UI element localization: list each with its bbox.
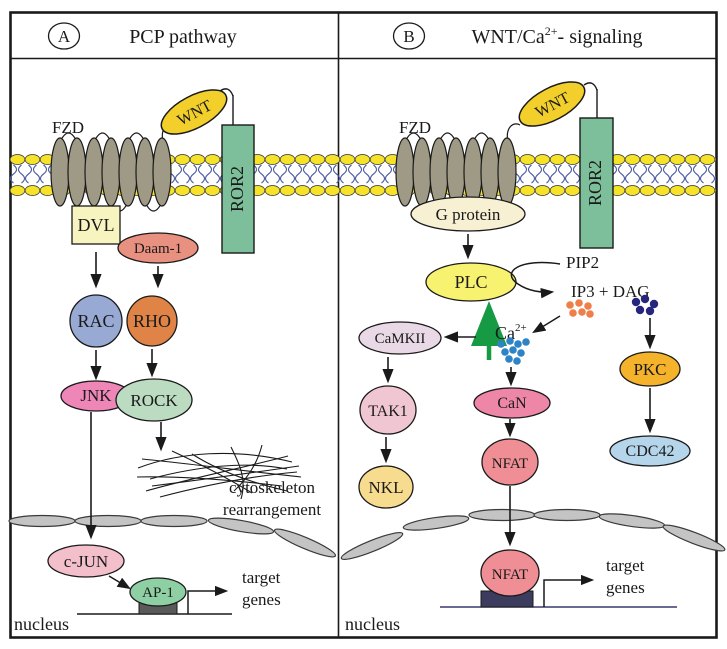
wnt-ligand-a: WNT	[160, 89, 228, 135]
node-can-label: CaN	[497, 395, 527, 412]
outer-border	[9, 11, 718, 639]
target-genes-a-line2: genes	[242, 590, 281, 609]
node-pkc-label: PKC	[633, 360, 666, 379]
fzd-label-b: FZD	[399, 118, 431, 137]
panel-b-badge-circle	[392, 22, 426, 50]
node-nfat-label: NFAT	[492, 456, 528, 472]
dag-dots	[631, 294, 659, 316]
node-ap1-label: AP-1	[142, 585, 174, 601]
panel-a-header: A PCP pathway	[47, 22, 237, 50]
cytoskeleton-filaments	[136, 444, 302, 500]
cytoskeleton-caption-line1: cytoskeleton	[229, 478, 315, 497]
panel-a-badge-circle	[47, 22, 81, 50]
target-genes-b-line2: genes	[606, 578, 645, 597]
ror2-label-b: ROR2	[585, 160, 605, 206]
panel-a-title: PCP pathway	[129, 26, 237, 48]
node-cdc42	[609, 435, 691, 467]
ca-dots	[497, 337, 530, 365]
node-daam1-label: Daam-1	[134, 241, 182, 257]
node-plc-label: PLC	[454, 272, 487, 292]
node-tak1	[359, 385, 417, 435]
arrow-ip3-to-ca	[532, 315, 561, 334]
panel-b-badge-label: B	[403, 27, 414, 46]
node-rho-label: RHO	[133, 311, 171, 331]
node-dvl	[71, 205, 121, 245]
node-rac-label: RAC	[77, 311, 114, 331]
panel-a-badge-label: A	[58, 27, 71, 46]
nucleus-label-b: nucleus	[345, 614, 400, 634]
panel-b: FZD ROR2	[345, 81, 691, 634]
fzd-receptor-a	[50, 123, 176, 212]
panel-a: FZD ROR2	[14, 88, 321, 634]
ip3-dots	[566, 299, 594, 318]
node-nfat	[481, 438, 539, 486]
node-nfat-nuclear	[480, 549, 540, 597]
node-camkii	[358, 321, 442, 355]
ror2-receptor-a	[221, 124, 255, 254]
node-g-protein	[410, 196, 526, 232]
fzd-helices-a	[50, 137, 172, 207]
transcription-arrow-b	[543, 574, 595, 607]
wnt-ligand-b: WNT	[518, 81, 586, 127]
node-cjun	[47, 544, 125, 578]
panel-b-header: B WNT/Ca2+- signaling	[392, 22, 643, 50]
node-nkl-label: NKL	[369, 478, 404, 497]
node-cdc42-label: CDC42	[626, 443, 675, 460]
node-nfat-nuclear-label: NFAT	[492, 567, 528, 583]
target-genes-a-line1: target	[242, 568, 281, 587]
node-rock-label: ROCK	[130, 391, 178, 410]
node-pkc	[619, 351, 681, 387]
cytoskeleton-caption-line2: rearrangement	[223, 500, 321, 519]
arrow-pip2-to-ip3dag	[510, 261, 561, 299]
node-ap1	[129, 577, 187, 607]
fzd-label-a: FZD	[52, 118, 84, 137]
frame	[9, 11, 718, 639]
node-can	[473, 387, 551, 419]
nuclear-envelope-b	[340, 508, 726, 560]
arrow-cjun-to-ap1	[108, 575, 131, 590]
node-rock	[115, 378, 193, 422]
target-genes-b-line1: target	[606, 556, 645, 575]
node-rho	[126, 295, 178, 347]
nucleus-label-a: nucleus	[14, 614, 69, 634]
ip3-dag-label: IP3 + DAG	[571, 282, 650, 301]
wnt-tether-hook-b	[583, 82, 598, 91]
pip2-label: PIP2	[566, 253, 599, 272]
node-dvl-label: DVL	[78, 215, 115, 235]
wnt-tether-hook-a	[219, 88, 234, 97]
ror2-label-a: ROR2	[227, 166, 247, 212]
node-tak1-label: TAK1	[368, 403, 408, 420]
ror2-receptor-b	[579, 117, 614, 249]
node-g-protein-label: G protein	[436, 205, 501, 224]
node-nkl	[358, 465, 414, 509]
node-camkii-label: CaMKII	[375, 331, 426, 347]
transcription-arrow-a	[187, 585, 229, 614]
node-rac	[69, 294, 123, 348]
node-daam1	[117, 232, 199, 264]
node-cjun-label: c-JUN	[64, 552, 108, 571]
panel-b-title: WNT/Ca2+- signaling	[471, 24, 642, 48]
node-jnk-label: JNK	[80, 386, 112, 405]
